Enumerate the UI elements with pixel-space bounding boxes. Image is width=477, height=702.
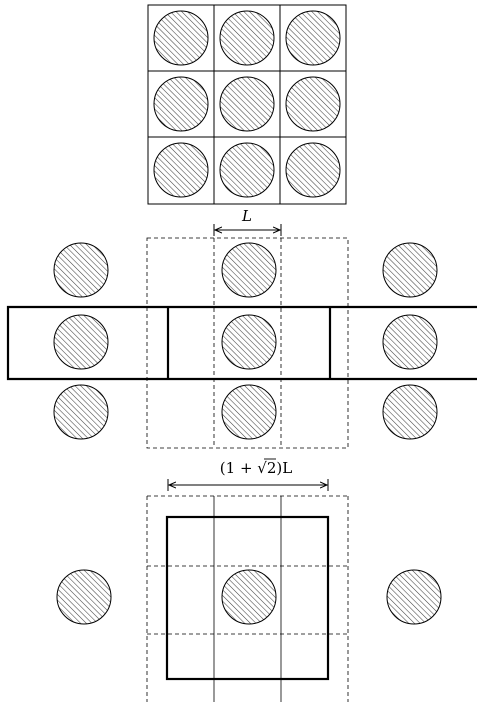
- circle-group-bottom: [56, 569, 442, 625]
- hatched-circle: [153, 10, 209, 66]
- dashed-outline: [146, 237, 349, 449]
- panel-middle-strip: L: [6, 207, 477, 449]
- hatched-circle: [221, 569, 277, 625]
- hatched-circle: [56, 569, 112, 625]
- hatched-circle: [285, 76, 341, 132]
- circle-group-middle: [53, 242, 438, 440]
- cell-width-label: L: [241, 207, 252, 225]
- grid-outline: [147, 4, 347, 205]
- block-width-label: (1 + √2)L: [220, 459, 292, 477]
- circle-group-top: [153, 10, 341, 198]
- hatched-circle: [285, 10, 341, 66]
- hatched-circle: [153, 76, 209, 132]
- solid-grid-lines: [213, 496, 282, 702]
- hatched-circle: [53, 314, 109, 370]
- bold-square: [165, 515, 330, 681]
- hatched-circle: [221, 384, 277, 440]
- hatched-circle: [219, 142, 275, 198]
- dimension-L: L: [213, 207, 282, 236]
- hatched-circle: [53, 384, 109, 440]
- hatched-circle: [221, 314, 277, 370]
- hatched-circle: [221, 242, 277, 298]
- panel-top-grid: [147, 4, 347, 205]
- hatched-circle: [53, 242, 109, 298]
- hatched-circle: [285, 142, 341, 198]
- hatched-circle: [219, 10, 275, 66]
- strip-outline: [6, 305, 477, 381]
- hatched-circle: [153, 142, 209, 198]
- hatched-circle: [382, 242, 438, 298]
- hatched-circle: [382, 384, 438, 440]
- bold-strip: [6, 305, 477, 381]
- panel-bottom-block: (1 + √2)L: [56, 458, 442, 702]
- dashed-frame: [146, 237, 349, 449]
- dashed-grid: [146, 495, 349, 702]
- dimension-block-width: (1 + √2)L: [167, 458, 329, 491]
- hatched-circle: [386, 569, 442, 625]
- hatched-circle: [382, 314, 438, 370]
- hatched-circle: [219, 76, 275, 132]
